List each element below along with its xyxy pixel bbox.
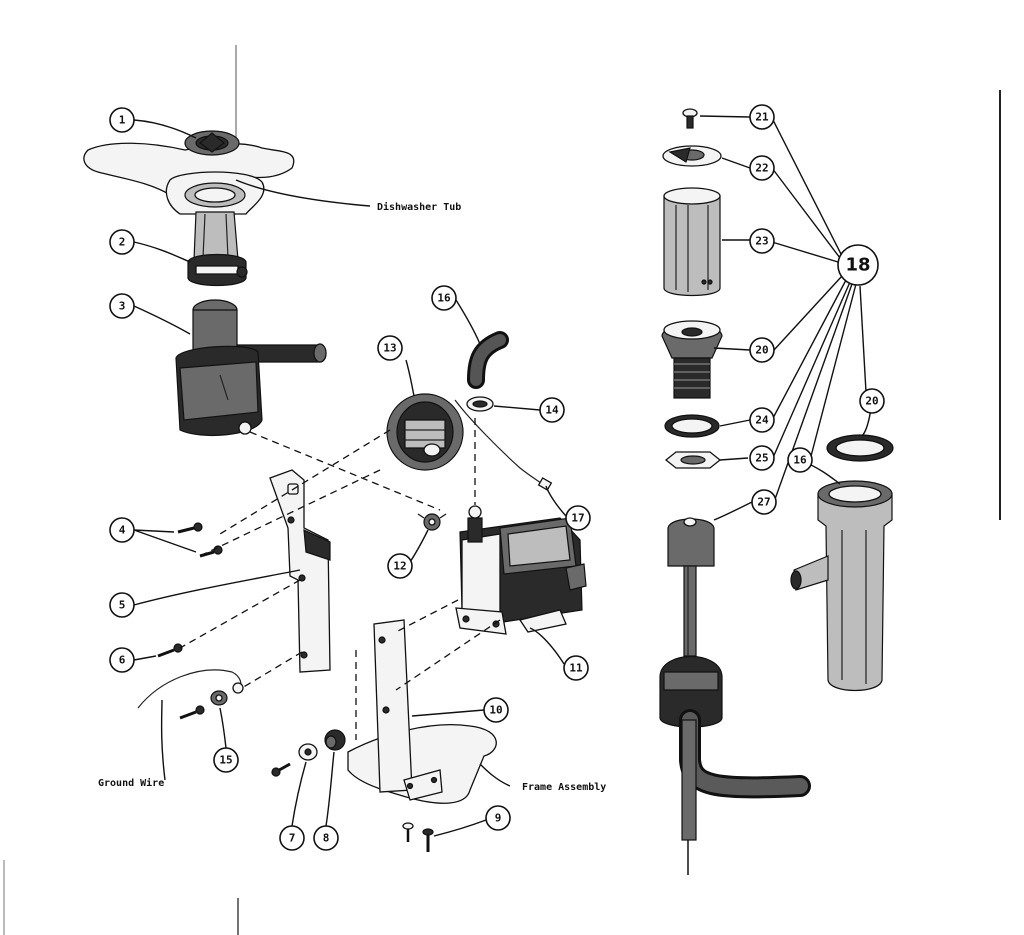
- callout-11: 11: [563, 655, 589, 681]
- screw-4a: [177, 522, 203, 534]
- nut-25-part: [664, 451, 722, 469]
- callout-6: 6: [109, 647, 135, 673]
- callout-4-text: 4: [119, 524, 126, 537]
- ground-wire-label: Ground Wire: [98, 777, 164, 789]
- tub-collar-part: [165, 171, 265, 261]
- callout-5-text: 5: [119, 599, 126, 612]
- callout-9: 9: [485, 805, 511, 831]
- callout-27: 27: [751, 489, 777, 515]
- hose-clip-part: [466, 396, 494, 412]
- screw-21-part: [682, 108, 698, 129]
- gasket-20-right-part: [826, 434, 894, 462]
- callout-10: 10: [483, 697, 509, 723]
- callout-21-text: 21: [755, 111, 769, 124]
- callout-23-text: 23: [755, 235, 768, 248]
- nut-12-part: [417, 513, 447, 531]
- callout-24: 24: [749, 407, 775, 433]
- callout-20a-text: 20: [755, 344, 768, 357]
- callout-7-text: 7: [289, 832, 296, 845]
- leader-lines: [133, 115, 873, 837]
- callout-23: 23: [749, 228, 775, 254]
- callout-21: 21: [749, 104, 775, 130]
- callout-15: 15: [213, 747, 239, 773]
- callout-22-text: 22: [755, 162, 768, 175]
- tub-strainer-part: [83, 130, 295, 203]
- callout-24-text: 24: [755, 414, 769, 427]
- overflow-tube-27-part: [659, 517, 811, 875]
- callout-12: 12: [387, 553, 413, 579]
- callout-6-text: 6: [119, 654, 126, 667]
- callout-8: 8: [313, 825, 339, 851]
- callout-2: 2: [109, 229, 135, 255]
- ground-wire-part: [137, 669, 244, 720]
- strainer-20-part: [661, 320, 723, 399]
- callout-16a-text: 16: [437, 292, 451, 305]
- scan-marks: [3, 45, 1001, 935]
- callout-9-text: 9: [495, 812, 502, 825]
- callout-14: 14: [539, 397, 565, 423]
- callout-13: 13: [377, 335, 403, 361]
- washer-7-part: [271, 743, 318, 777]
- dishwasher-tub-label: Dishwasher Tub: [377, 201, 461, 213]
- callout-15-text: 15: [219, 754, 232, 767]
- callout-22: 22: [749, 155, 775, 181]
- callout-20a: 20: [749, 337, 775, 363]
- callout-16b-text: 16: [793, 454, 807, 467]
- callout-20b: 20: [859, 388, 885, 414]
- callout-27-text: 27: [757, 496, 770, 509]
- hose-clamp-part: [187, 253, 248, 287]
- callout-12-text: 12: [393, 560, 406, 573]
- screw-6: [157, 643, 183, 658]
- screen-tube-23-part: [663, 187, 721, 297]
- callout-7: 7: [279, 825, 305, 851]
- callout-2-text: 2: [119, 236, 126, 249]
- mounting-bracket-part: [269, 469, 331, 673]
- motor-part: [455, 505, 587, 635]
- callout-25: 25: [749, 445, 775, 471]
- callout-5: 5: [109, 592, 135, 618]
- callout-13-text: 13: [383, 342, 396, 355]
- callout-8-text: 8: [323, 832, 330, 845]
- cap-22-part: [662, 145, 722, 167]
- callout-14-text: 14: [545, 404, 559, 417]
- callout-16b: 16: [787, 447, 813, 473]
- hose-part: [467, 331, 509, 389]
- callout-25-text: 25: [755, 452, 768, 465]
- fan-part: [386, 393, 464, 471]
- callout-17: 17: [565, 505, 591, 531]
- callout-10-text: 10: [489, 704, 502, 717]
- frame-assembly-part: [347, 619, 497, 804]
- callout-18-text: 18: [845, 255, 870, 276]
- housing-tube-16-part: [790, 480, 893, 691]
- callout-3-text: 3: [119, 300, 126, 313]
- callout-11-text: 11: [569, 662, 583, 675]
- grommet-8-part: [324, 729, 346, 751]
- callout-20b-text: 20: [865, 395, 878, 408]
- gasket-24-part: [664, 414, 720, 438]
- frame-assembly-label: Frame Assembly: [522, 782, 606, 793]
- callout-16a: 16: [431, 285, 457, 311]
- wire-lead-part: [454, 399, 553, 491]
- callout-4: 4: [109, 517, 135, 543]
- pump-housing-part: [175, 299, 327, 437]
- screws-9-part: [402, 822, 434, 852]
- callout-1-text: 1: [119, 114, 126, 127]
- callout-18: 18: [837, 244, 879, 286]
- callout-17-text: 17: [571, 512, 584, 525]
- callout-3: 3: [109, 293, 135, 319]
- callout-1: 1: [109, 107, 135, 133]
- assembly-dashed-lines: [179, 418, 501, 740]
